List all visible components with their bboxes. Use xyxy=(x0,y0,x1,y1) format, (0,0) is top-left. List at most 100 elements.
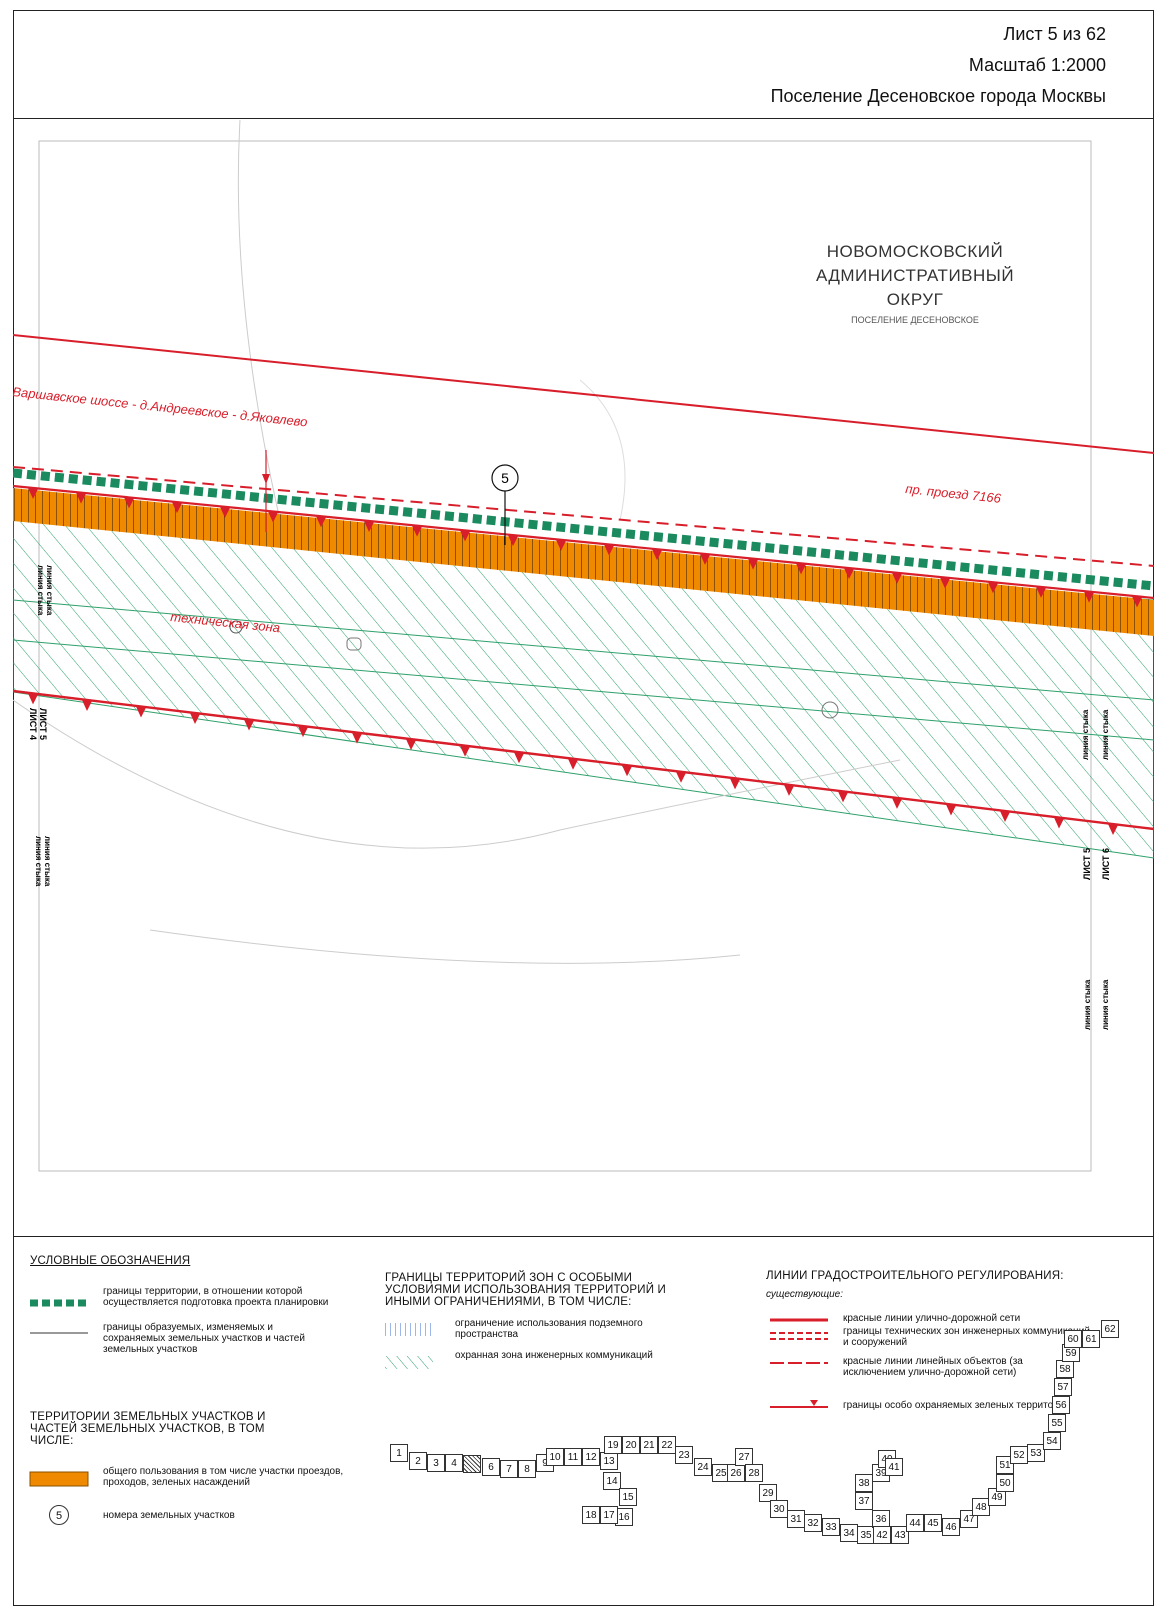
red-line-triangle xyxy=(124,497,134,509)
sheet-index-cell: 17 xyxy=(600,1506,618,1524)
junction-label: линия стыка xyxy=(34,836,43,887)
red-line-triangle xyxy=(82,699,92,711)
red-line-triangle xyxy=(748,558,758,570)
settlement-small-label: ПОСЕЛЕНИЕ ДЕСЕНОВСКОЕ xyxy=(851,315,979,325)
red-line-markers xyxy=(28,693,1118,836)
map-scale: Масштаб 1:2000 xyxy=(968,55,1106,75)
sheet-index-cell: 11 xyxy=(564,1448,582,1466)
sheet-index-cell: 57 xyxy=(1054,1378,1072,1396)
red-line-triangle xyxy=(28,693,38,705)
sheet-index-cell: 62 xyxy=(1101,1320,1119,1338)
red-line-triangle xyxy=(796,563,806,575)
sheet-index-cell: 56 xyxy=(1052,1396,1070,1414)
red-line-triangle xyxy=(460,530,470,542)
well-symbol xyxy=(821,701,839,719)
sheet-index-cell: 51 xyxy=(996,1456,1014,1474)
red-line-triangle xyxy=(298,726,308,738)
sheet-ref: ЛИСТ 5 xyxy=(38,708,48,740)
sheet-index-cell: 53 xyxy=(1027,1444,1045,1462)
legend-swatch-underground xyxy=(385,1323,433,1336)
red-line-triangle xyxy=(700,553,710,565)
sheet-index-cell: 45 xyxy=(924,1514,942,1532)
sheet-index-cell: 61 xyxy=(1082,1330,1100,1348)
junction-label: линия стыка xyxy=(43,836,52,887)
sheet-index-cell: 34 xyxy=(840,1524,858,1542)
sheet-index-cell: 58 xyxy=(1056,1360,1074,1378)
red-line-triangle xyxy=(784,784,794,796)
passage-label: пр. проезд 7166 xyxy=(905,481,1003,506)
regulation-lines-title: ЛИНИИ ГРАДОСТРОИТЕЛЬНОГО РЕГУЛИРОВАНИЯ: xyxy=(766,1270,1064,1282)
district-label-line-1: НОВОМОСКОВСКИЙ xyxy=(827,242,1004,261)
sheet-index-cell: 60 xyxy=(1064,1330,1082,1348)
sheet-index-cell: 13 xyxy=(600,1452,618,1470)
red-line-triangle xyxy=(946,804,956,816)
junction-label: линия стыка xyxy=(1101,979,1110,1030)
legend-item-protection-zone: охранная зона инженерных коммуникаций xyxy=(455,1350,653,1361)
sheet-index-cell: 12 xyxy=(582,1448,600,1466)
sheet-index-cell: 1 xyxy=(390,1444,408,1462)
sheet-index-cell: 19 xyxy=(604,1436,622,1454)
legend-swatch-protection-zone xyxy=(385,1356,433,1369)
sheet-index-cell: 32 xyxy=(804,1514,822,1532)
red-line-triangle xyxy=(190,713,200,725)
red-line-triangle xyxy=(892,797,902,809)
red-line-triangle xyxy=(136,706,146,718)
sheet-index-cell: 24 xyxy=(694,1458,712,1476)
red-line-triangle xyxy=(988,582,998,594)
plot-number: 5 xyxy=(501,470,509,486)
red-line-triangle xyxy=(1000,810,1010,822)
sheet-index-cell: 29 xyxy=(759,1484,777,1502)
district-label-line-3: ОКРУГ xyxy=(887,290,944,309)
red-line-north xyxy=(13,334,1154,454)
red-line-triangle xyxy=(568,758,578,770)
red-line-strip-top xyxy=(13,484,1154,600)
sheet-index-cell: 8 xyxy=(518,1460,536,1478)
red-line-triangle xyxy=(1132,596,1142,608)
background-contour xyxy=(149,929,741,964)
red-line-triangle xyxy=(676,771,686,783)
red-line-triangle xyxy=(460,745,470,757)
sheet-index-cell: 52 xyxy=(1010,1446,1028,1464)
red-line-triangle xyxy=(514,752,524,764)
sheet-index-cell: 44 xyxy=(906,1514,924,1532)
red-line-triangle xyxy=(652,549,662,561)
plots-title: ТЕРРИТОРИИ ЗЕМЕЛЬНЫХ УЧАСТКОВ И ЧАСТЕЙ З… xyxy=(30,1411,266,1447)
sheet-index-cell: 15 xyxy=(619,1488,637,1506)
legend-item-underground: ограничение использования подземного про… xyxy=(455,1318,643,1340)
junction-label: линия стыка xyxy=(1101,709,1110,760)
public-use-plot xyxy=(13,488,1154,636)
sheet-index-cell: 23 xyxy=(675,1446,693,1464)
sheet-index-cell: 3 xyxy=(427,1454,445,1472)
sheet-index-cell: 6 xyxy=(482,1458,500,1476)
red-line-triangle xyxy=(268,511,278,523)
red-line-markers xyxy=(28,487,1142,608)
legend-item-plot-numbers: номера земельных участков xyxy=(103,1510,235,1521)
legend-plot-number-circle: 5 xyxy=(49,1505,69,1525)
legend-divider xyxy=(13,1236,1154,1237)
red-line-triangle xyxy=(844,568,854,580)
red-line-triangle xyxy=(508,535,518,547)
red-line-triangle xyxy=(406,739,416,751)
sheet-index-cell: 21 xyxy=(640,1436,658,1454)
red-line-triangle xyxy=(892,572,902,584)
sheet-index-cell: 41 xyxy=(885,1458,903,1476)
red-line-triangle xyxy=(316,516,326,528)
red-line-triangle xyxy=(220,506,230,518)
red-line-triangle xyxy=(412,525,422,537)
sheet-index-cell: 46 xyxy=(942,1518,960,1536)
legend-item-public-use: общего пользования в том числе участки п… xyxy=(103,1466,344,1488)
junction-label: линия стыка xyxy=(1081,709,1090,760)
plot-number-circle xyxy=(491,464,519,492)
sheet-index-cell: 14 xyxy=(603,1472,621,1490)
sheet-index-cell: 59 xyxy=(1062,1344,1080,1362)
legend-triangle xyxy=(810,1400,818,1406)
project-boundary xyxy=(13,468,1154,591)
legend-item-technical-zone: границы технических зон инженерных комму… xyxy=(843,1326,1090,1348)
sheet-index-cell: 20 xyxy=(622,1436,640,1454)
background-contour xyxy=(237,120,281,521)
red-line-triangle xyxy=(28,487,38,499)
building-outline xyxy=(346,637,362,651)
legend-item-red-line-street: красные линии улично-дорожной сети xyxy=(843,1313,1021,1324)
red-line-triangle xyxy=(604,544,614,556)
